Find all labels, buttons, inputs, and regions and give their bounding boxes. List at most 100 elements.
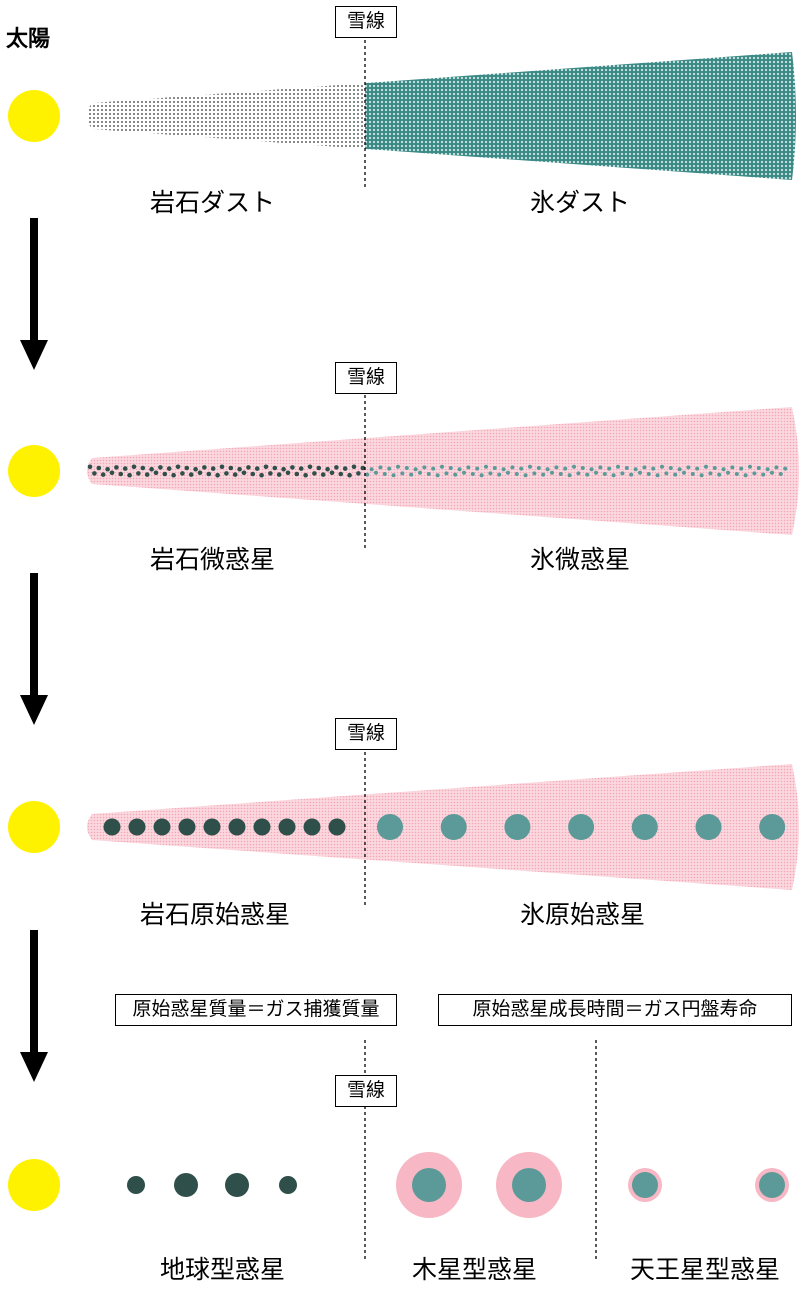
rock-planetesimal bbox=[197, 470, 203, 476]
ice-planetesimal bbox=[567, 473, 572, 478]
ice-planetesimal bbox=[431, 466, 436, 471]
rock-planetesimal bbox=[109, 470, 115, 476]
ice-planetesimal bbox=[629, 472, 634, 477]
ice-planetesimal bbox=[426, 472, 431, 476]
rock-planetesimal bbox=[105, 466, 110, 472]
ice-planetesimal bbox=[541, 472, 546, 477]
rock-planetesimal bbox=[127, 472, 132, 478]
ice-planetesimal bbox=[435, 473, 440, 478]
terrestrial-planet bbox=[127, 1176, 145, 1194]
uranian-core bbox=[632, 1172, 658, 1198]
sun-3 bbox=[8, 801, 60, 853]
rock-planetesimal bbox=[180, 471, 185, 476]
ice-protoplanet bbox=[759, 814, 786, 840]
ice-dust-disk bbox=[365, 52, 796, 180]
ice-planetesimal bbox=[400, 471, 405, 476]
jovian-planet-label: 木星型惑星 bbox=[412, 1255, 538, 1284]
ice-planetesimal bbox=[633, 467, 638, 472]
rock-planetesimal bbox=[136, 471, 141, 476]
snow-line-label-2: 雪線 bbox=[335, 362, 397, 394]
snow-line-label-3: 雪線 bbox=[335, 718, 397, 750]
ice-planetesimal bbox=[708, 471, 713, 476]
rock-planetesimal bbox=[307, 464, 313, 470]
ice-planetesimal bbox=[616, 464, 620, 469]
ice-planetesimal bbox=[752, 471, 757, 476]
down-arrow-3 bbox=[20, 930, 48, 1082]
ice-planetesimal bbox=[418, 470, 422, 475]
ice-planetesimal bbox=[770, 470, 774, 475]
ice-planetesimal bbox=[369, 467, 374, 472]
jovian-core bbox=[412, 1168, 446, 1202]
ice-planetesimal bbox=[409, 472, 414, 477]
ice-planetesimal bbox=[602, 472, 607, 476]
ice-planetesimal bbox=[391, 473, 396, 478]
rock-planetesimal bbox=[162, 471, 168, 477]
rock-planetesimal bbox=[153, 470, 159, 476]
ice-planetesimal bbox=[497, 472, 502, 477]
ice-planetesimal bbox=[444, 471, 449, 476]
rock-planetesimal bbox=[144, 472, 150, 477]
rock-planetesimal bbox=[215, 472, 220, 478]
rock-protoplanet bbox=[153, 818, 171, 836]
ice-protoplanet bbox=[568, 814, 595, 840]
ice-planetesimal bbox=[673, 472, 678, 477]
ice-planetesimal bbox=[576, 471, 581, 476]
ice-planetesimal bbox=[523, 473, 528, 478]
ice-planetesimal bbox=[572, 464, 576, 469]
ice-planetesimal bbox=[501, 467, 506, 472]
ice-planetesimal bbox=[488, 471, 493, 476]
down-arrow-1 bbox=[20, 218, 48, 370]
ice-planetesimal bbox=[712, 466, 717, 470]
ice-planetesimal bbox=[783, 466, 788, 471]
rock-planetesimal bbox=[237, 466, 242, 472]
ice-planetesimal bbox=[686, 465, 691, 470]
ice-planetesimal bbox=[475, 466, 480, 471]
ice-protoplanet bbox=[440, 814, 467, 840]
rock-planetesimal bbox=[210, 466, 216, 471]
rock-planetesimal bbox=[202, 465, 207, 470]
ice-planetesimal bbox=[668, 466, 673, 470]
ice-planetesimal bbox=[448, 466, 453, 470]
rock-planetesimal bbox=[263, 464, 269, 470]
rock-planetesimal bbox=[149, 466, 154, 472]
rock-planetesimal bbox=[312, 471, 317, 476]
ice-planetesimal bbox=[550, 470, 554, 475]
ice-planetesimal bbox=[734, 472, 739, 476]
ice-planetesimal bbox=[660, 464, 664, 469]
ice-planetesimal bbox=[778, 472, 783, 476]
gas-capture-condition: 原始惑星質量＝ガス捕獲質量 bbox=[115, 994, 397, 1026]
gas-disk-2 bbox=[87, 407, 799, 535]
ice-planetesimal bbox=[743, 473, 748, 478]
ice-planetesimal bbox=[699, 473, 704, 478]
ice-planetesimal bbox=[638, 470, 642, 475]
rock-planetesimal bbox=[338, 471, 344, 477]
ice-planetesimal bbox=[510, 465, 515, 470]
ice-protoplanet bbox=[504, 814, 531, 840]
ice-planetesimal bbox=[642, 465, 647, 470]
ice-planetesimal bbox=[756, 466, 761, 470]
ice-planetesimal bbox=[453, 472, 458, 477]
uranian-core bbox=[759, 1172, 785, 1198]
terrestrial-planet-label: 地球型惑星 bbox=[160, 1255, 286, 1284]
rock-planetesimal bbox=[188, 472, 194, 477]
stage3 bbox=[8, 752, 799, 1082]
ice-planetesimal bbox=[484, 464, 488, 469]
rock-planetesimal bbox=[334, 465, 339, 470]
ice-planetesimal bbox=[492, 466, 497, 470]
rock-planetesimal bbox=[228, 465, 234, 471]
rock-planetesimal bbox=[259, 472, 264, 478]
rock-planetesimal bbox=[268, 471, 273, 476]
rock-planetesimal bbox=[303, 472, 308, 478]
rock-planetesimal bbox=[241, 470, 247, 476]
ice-planetesimal bbox=[506, 470, 510, 475]
ice-planetesimal bbox=[378, 465, 383, 470]
ice-planetesimal bbox=[558, 472, 563, 476]
sun-label: 太陽 bbox=[6, 27, 51, 52]
sun-1 bbox=[8, 90, 60, 142]
ice-planetesimal bbox=[624, 466, 629, 470]
gas-lifetime-condition: 原始惑星成長時間＝ガス円盤寿命 bbox=[438, 994, 792, 1026]
rock-planetesimal bbox=[281, 466, 286, 472]
rock-protoplanet bbox=[228, 818, 246, 836]
rock-planetesimal bbox=[325, 466, 330, 472]
